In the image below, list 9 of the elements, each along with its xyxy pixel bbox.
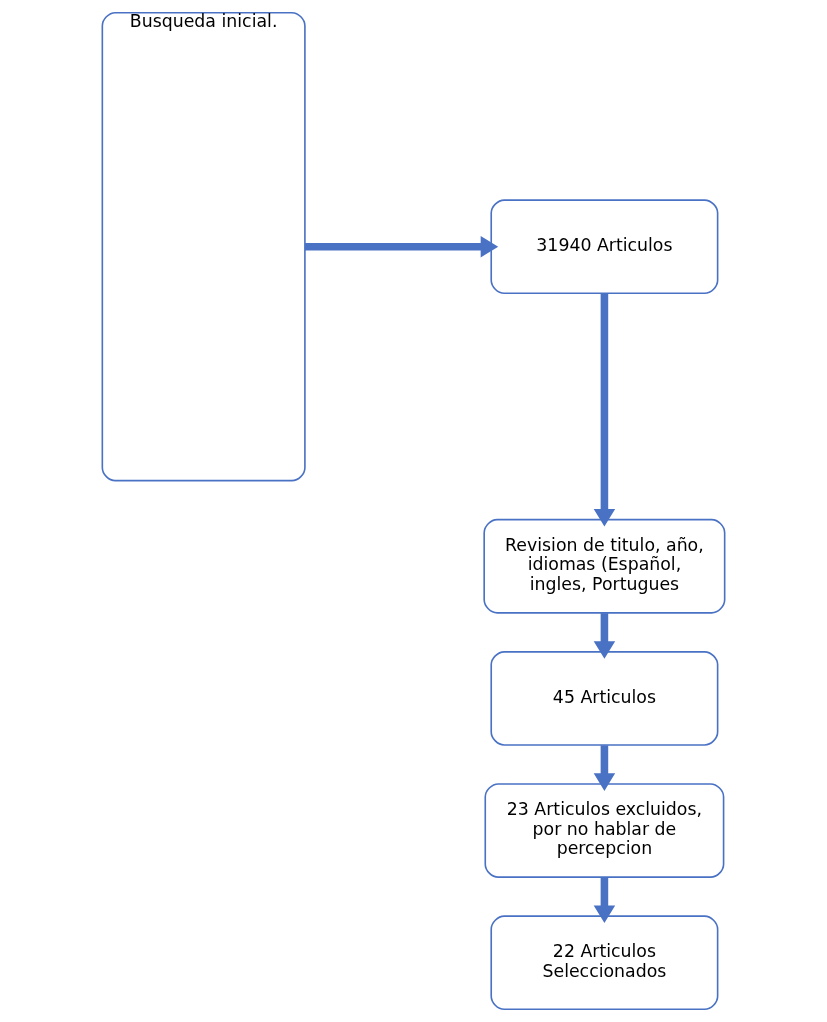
node-box: Revision de titulo, año, idiomas (Español, ingles, Portugues <box>483 518 726 614</box>
arrow <box>593 293 616 527</box>
node-box: Busqueda inicial. <box>101 11 306 482</box>
arrow <box>593 877 616 924</box>
node-box: 45 Articulos <box>490 651 719 746</box>
node-box: 22 Articulos Seleccionados <box>490 915 719 1011</box>
node-box: 23 Articulos excluidos, por no hablar de percepcion <box>484 783 725 878</box>
node-box: 31940 Articulos <box>490 199 719 295</box>
arrow <box>305 235 499 258</box>
